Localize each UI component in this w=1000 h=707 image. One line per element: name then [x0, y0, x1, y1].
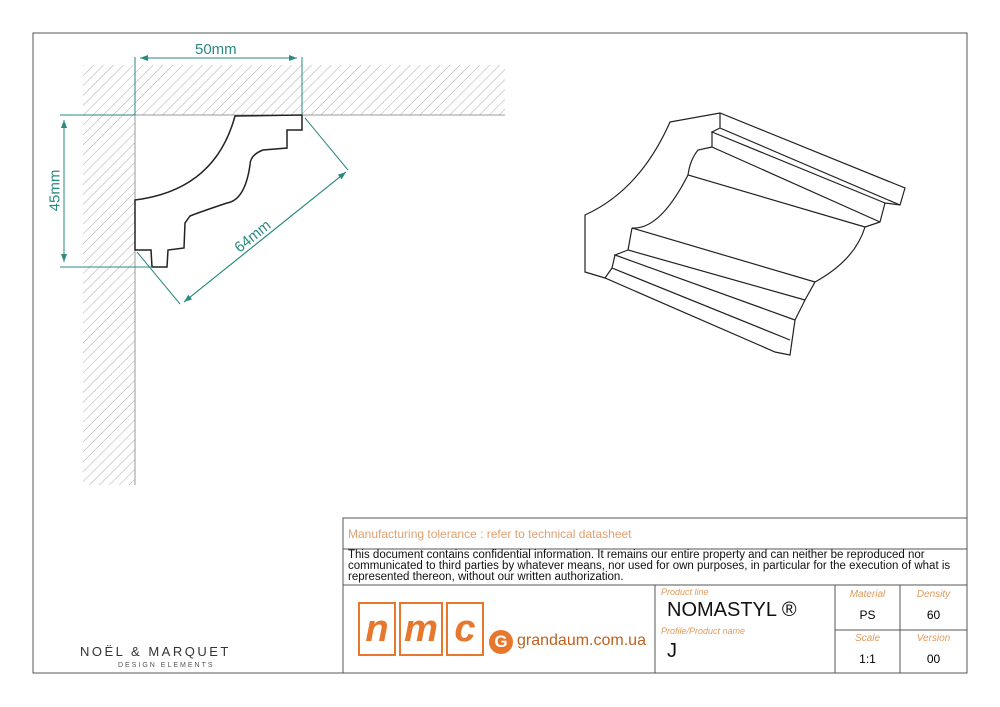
product-line-label: Product line: [661, 587, 709, 597]
profile-3d-view: [584, 112, 906, 356]
brand-tagline: DESIGN ELEMENTS: [118, 662, 215, 669]
product-name-label: Profile/Product name: [661, 626, 746, 636]
brand-name: NOËL & MARQUET: [80, 644, 231, 659]
product-line-value: NOMASTYL ®: [667, 599, 797, 621]
product-name-value: J: [667, 640, 677, 662]
dimension-width-label: 50mm: [195, 41, 237, 58]
version-label: Version: [916, 633, 951, 644]
wall-hatch: [83, 115, 135, 485]
confidentiality-note: This document contains confidential info…: [348, 549, 951, 583]
ceiling-hatch: [83, 65, 505, 115]
website-link[interactable]: grandaum.com.ua: [517, 632, 646, 649]
material-value: PS: [859, 608, 876, 622]
dimension-height-label: 45mm: [46, 169, 64, 212]
grandaum-logo-icon: G: [489, 630, 513, 654]
material-label: Material: [849, 589, 886, 600]
scale-label: Scale: [854, 633, 880, 644]
scale-value: 1:1: [859, 652, 876, 666]
tolerance-note: Manufacturing tolerance : refer to techn…: [348, 527, 632, 541]
profile-section: [134, 114, 303, 268]
version-value: 00: [926, 652, 941, 666]
density-label: Density: [916, 589, 951, 600]
nmc-logo: n m c: [358, 602, 484, 656]
density-value: 60: [926, 608, 941, 622]
